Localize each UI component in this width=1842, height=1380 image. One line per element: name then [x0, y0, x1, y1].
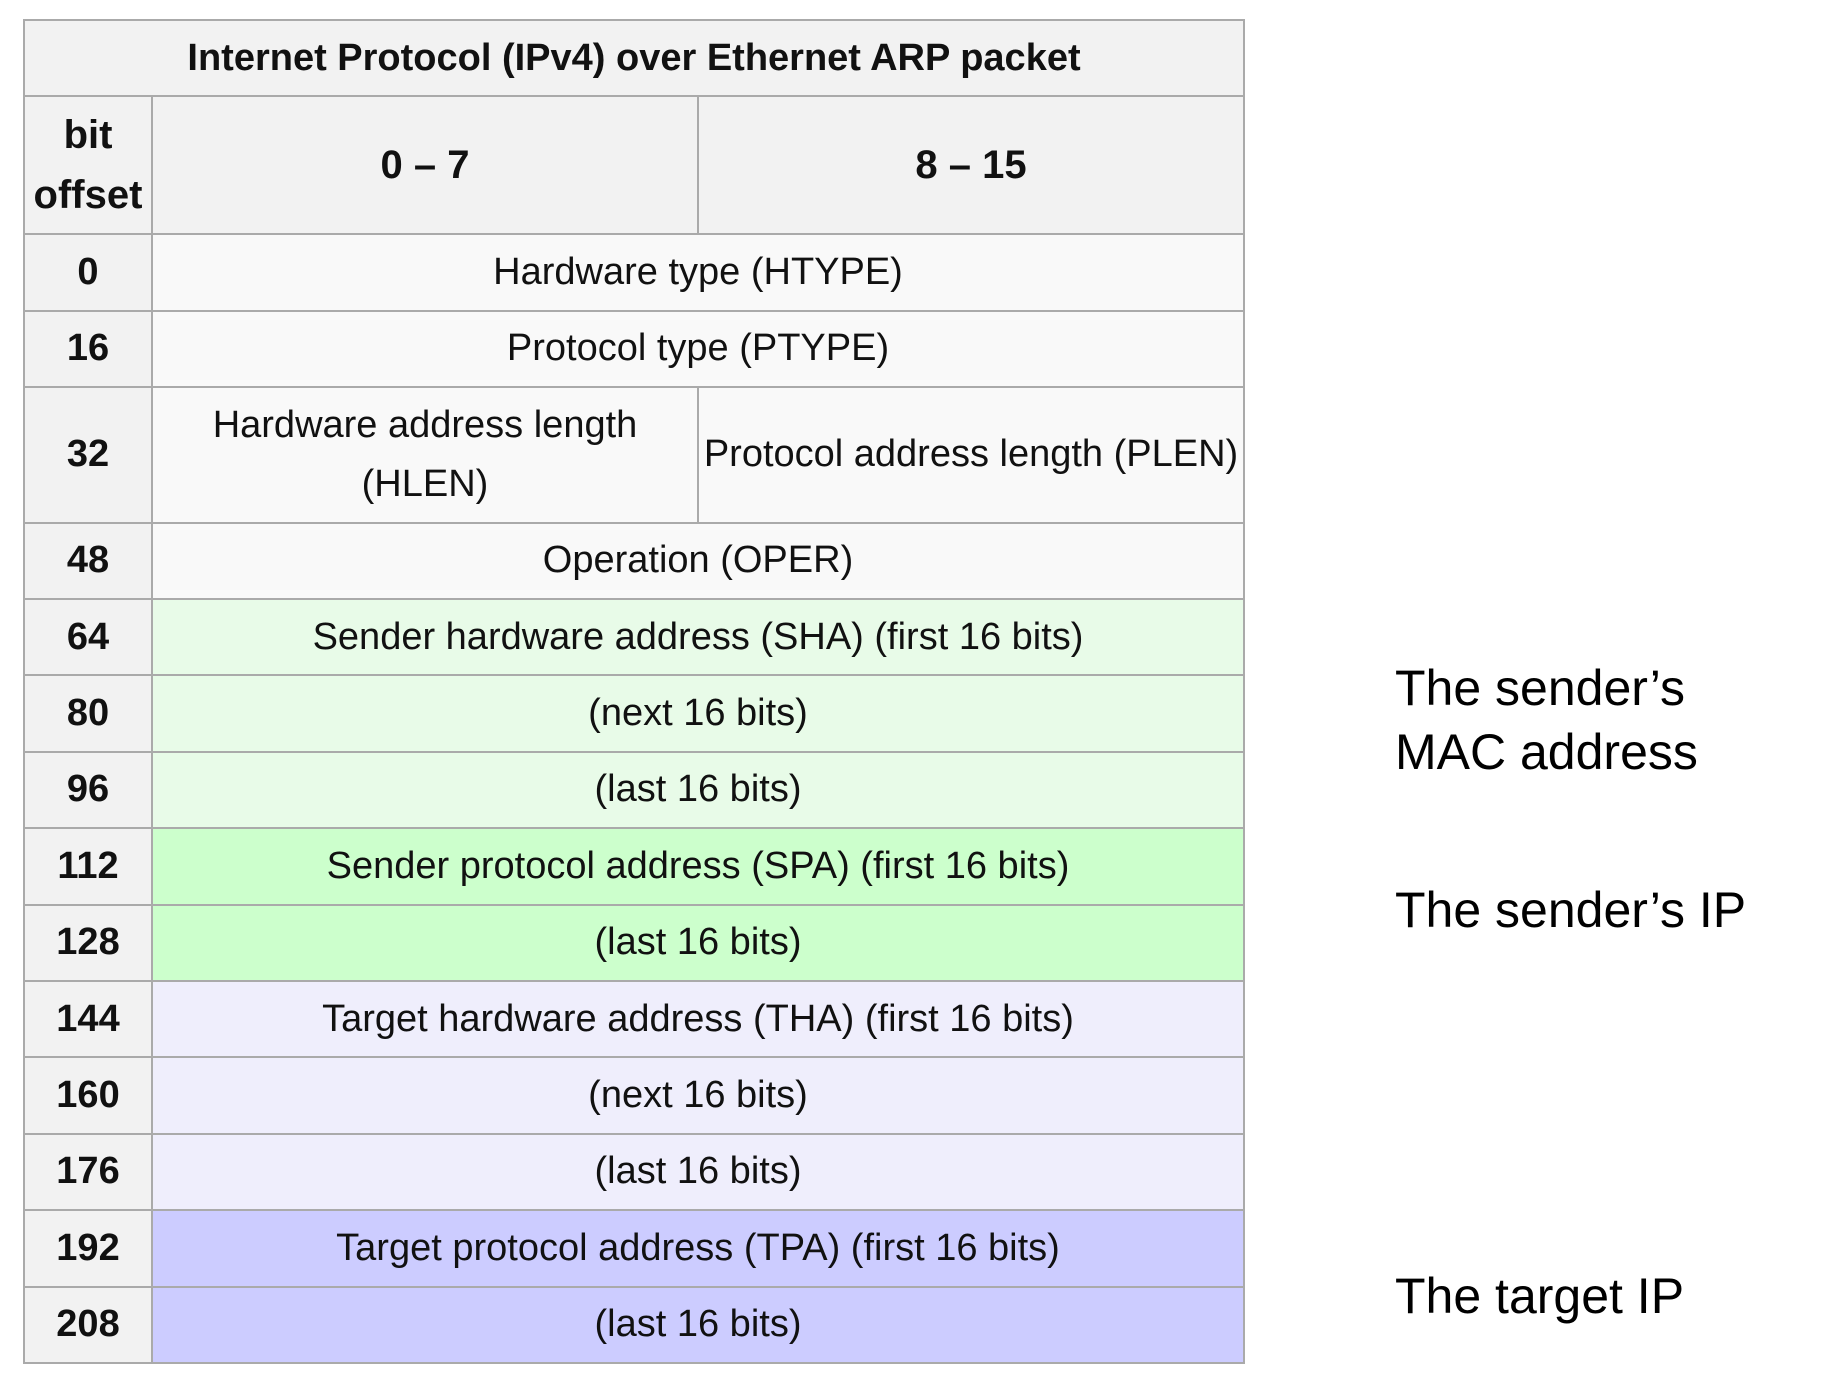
field-cell: Hardware type (HTYPE)	[150, 233, 1246, 312]
bits-0-7-header: 0 – 7	[151, 95, 699, 236]
table-caption: Internet Protocol (IPv4) over Ethernet A…	[22, 18, 1246, 98]
sender-mac-note: The sender’s MAC address	[1395, 656, 1725, 784]
field-cell: Protocol type (PTYPE)	[150, 309, 1246, 388]
bit-offset-cell: 80	[23, 674, 153, 753]
field-cell: Sender protocol address (SPA) (first 16 …	[150, 827, 1246, 906]
table-row: 208(last 16 bits)	[23, 1285, 1246, 1364]
field-cell: Hardware address length (HLEN)	[151, 385, 699, 524]
bit-offset-cell: 48	[23, 521, 153, 600]
bit-offset-cell: 0	[23, 233, 153, 312]
bit-offset-cell: 208	[23, 1285, 153, 1364]
field-cell: Operation (OPER)	[150, 521, 1246, 600]
sender-mac-note-text: The sender’s MAC address	[1395, 660, 1698, 780]
table-row: 176(last 16 bits)	[23, 1132, 1246, 1212]
table-row: 160(next 16 bits)	[23, 1056, 1246, 1135]
bit-offset-cell: 96	[23, 750, 153, 830]
field-cell: (last 16 bits)	[150, 1132, 1246, 1212]
bit-offset-cell: 64	[23, 597, 153, 677]
field-cell: Protocol address length (PLEN)	[696, 385, 1246, 524]
bit-offset-cell: 16	[23, 309, 153, 388]
table-row: 80(next 16 bits)	[23, 674, 1246, 753]
table-row: 96(last 16 bits)	[23, 750, 1246, 830]
bit-offset-cell: 192	[23, 1209, 153, 1288]
field-cell: Target protocol address (TPA) (first 16 …	[150, 1209, 1246, 1288]
bit-offset-cell: 112	[23, 827, 153, 906]
field-cell: Sender hardware address (SHA) (first 16 …	[150, 597, 1246, 677]
field-cell: (last 16 bits)	[150, 1285, 1246, 1364]
arp-packet-table: Internet Protocol (IPv4) over Ethernet A…	[22, 18, 1246, 1364]
target-ip-note: The target IP	[1395, 1268, 1685, 1324]
field-cell: (next 16 bits)	[150, 674, 1246, 753]
field-cell: (next 16 bits)	[150, 1056, 1246, 1135]
bit-offset-cell: 144	[23, 979, 153, 1059]
bit-offset-cell: 128	[23, 903, 153, 982]
bit-offset-header: bit offset	[23, 95, 153, 236]
bit-offset-cell: 32	[23, 385, 153, 524]
bit-offset-cell: 176	[23, 1132, 153, 1212]
bits-8-15-header: 8 – 15	[696, 95, 1246, 236]
field-cell: (last 16 bits)	[150, 903, 1246, 982]
sender-ip-note: The sender’s IP	[1395, 882, 1747, 938]
bit-offset-cell: 160	[23, 1056, 153, 1135]
table-row: 128(last 16 bits)	[23, 903, 1246, 982]
field-cell: Target hardware address (THA) (first 16 …	[150, 979, 1246, 1059]
field-cell: (last 16 bits)	[150, 750, 1246, 830]
